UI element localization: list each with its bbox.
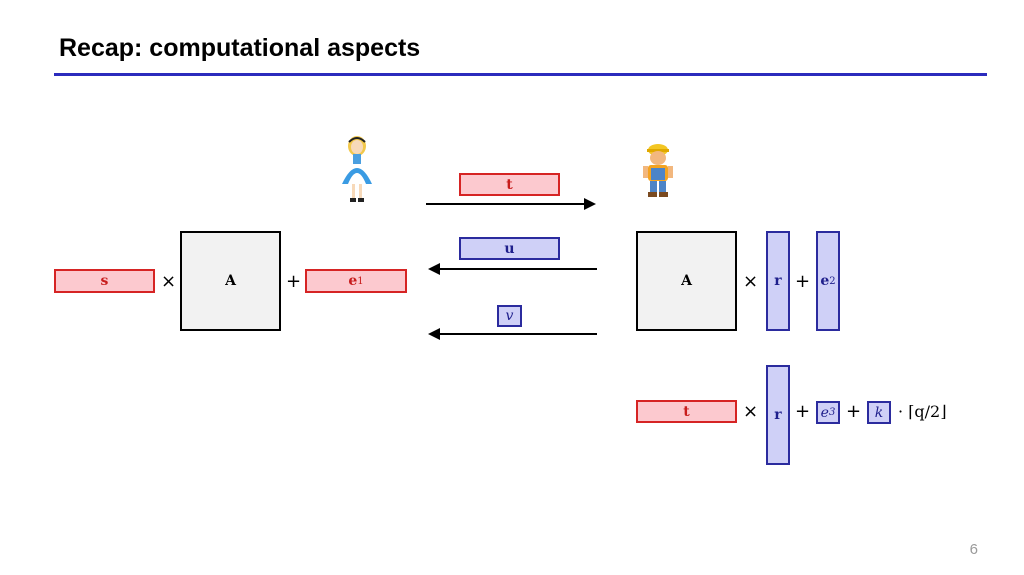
s-vector: s (54, 269, 155, 293)
r-vector: r (766, 365, 790, 465)
t-vector: t (636, 400, 737, 423)
arrow-bob-to-alice-u (428, 263, 597, 275)
arrow-bob-to-alice-v (428, 328, 597, 340)
matrix-a-alice: A (180, 231, 281, 331)
times-operator: × (743, 401, 759, 422)
matrix-a-bob: A (636, 231, 737, 331)
e2-label: e (820, 273, 830, 289)
alice-character-icon (342, 136, 372, 202)
rounding-term: · ⌈q/2⌋ (898, 402, 947, 421)
e2-subscript: 2 (829, 275, 836, 287)
title-underline (54, 73, 987, 76)
e3-subscript: 3 (828, 407, 836, 418)
e3-label: e (820, 404, 829, 421)
e1-subscript: 1 (357, 275, 364, 287)
plus-operator: + (286, 271, 302, 292)
page-number: 6 (969, 541, 978, 558)
e1-label: e (348, 273, 358, 289)
bob-builder-character-icon (643, 144, 673, 197)
plus-operator: + (795, 401, 811, 422)
t-message: t (459, 173, 560, 196)
u-message: u (459, 237, 560, 260)
v-message: v (497, 305, 522, 327)
plus-operator: + (795, 271, 811, 292)
times-operator: × (161, 271, 177, 292)
times-operator: × (743, 271, 759, 292)
r-vector: r (766, 231, 790, 331)
k-box: k (867, 401, 891, 424)
slide-title: Recap: computational aspects (59, 34, 421, 62)
arrow-alice-to-bob (426, 198, 596, 210)
plus-operator: + (846, 401, 862, 422)
